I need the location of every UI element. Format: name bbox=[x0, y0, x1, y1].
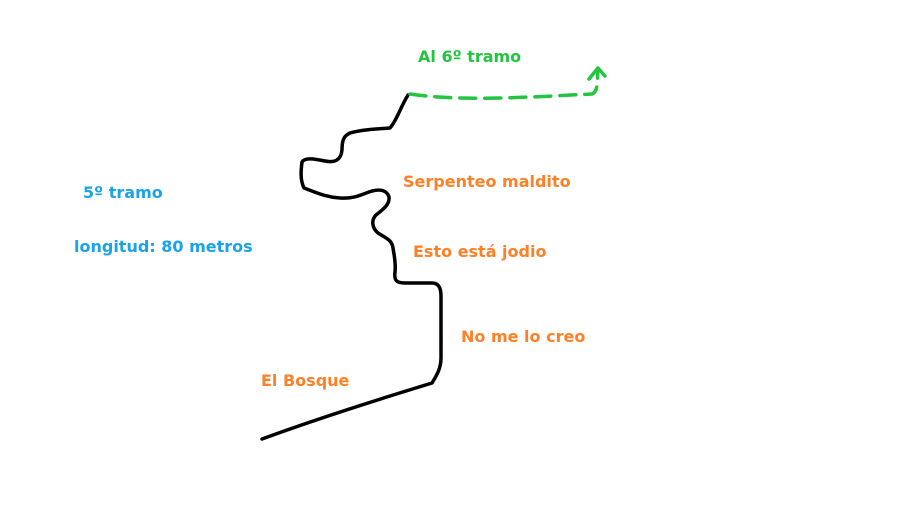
annotation-serpenteo-maldito: Serpenteo maldito bbox=[403, 172, 571, 191]
annotation-no-me-lo-creo: No me lo creo bbox=[461, 327, 586, 346]
route-path bbox=[260, 93, 443, 441]
next-section-dashed-path bbox=[408, 68, 600, 101]
section-length: longitud: 80 metros bbox=[74, 237, 253, 256]
section-title: 5º tramo bbox=[83, 183, 163, 202]
annotation-el-bosque: El Bosque bbox=[261, 371, 350, 390]
next-section-label: Al 6º tramo bbox=[418, 47, 522, 66]
arrow-up-icon bbox=[587, 66, 607, 81]
annotation-esto-esta-jodio: Esto está jodio bbox=[413, 242, 547, 261]
